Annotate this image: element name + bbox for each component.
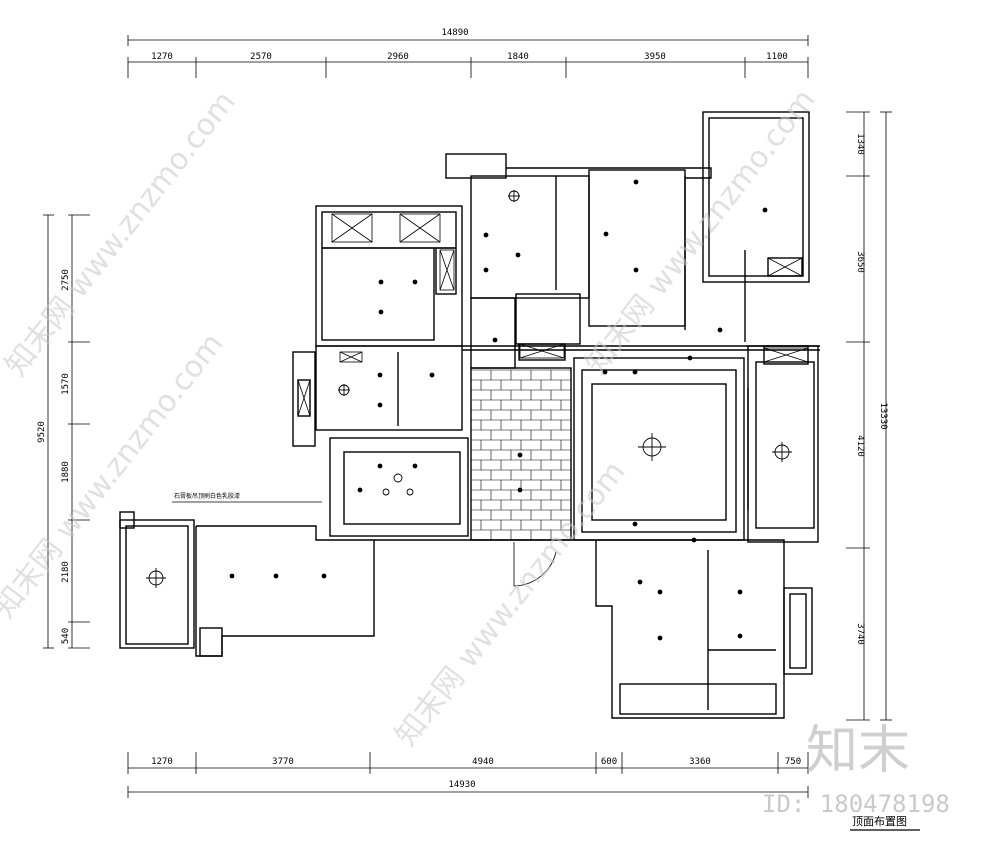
ceiling-annotation: 石膏板吊顶刷白色乳胶漆 — [174, 492, 240, 500]
right-dim-1: 1340 — [855, 133, 865, 155]
top-dim-2: 2570 — [250, 52, 272, 62]
bottom-dim-5: 3360 — [689, 757, 711, 767]
top-dim-4: 1840 — [507, 52, 529, 62]
left-dim-3: 1880 — [61, 461, 71, 483]
bottom-dim-6: 750 — [785, 757, 801, 767]
left-dim-1: 2750 — [61, 269, 71, 291]
top-dim-3: 2960 — [387, 52, 409, 62]
top-total-dimension: 14890 — [441, 28, 468, 38]
right-total-dimension: 13330 — [878, 402, 888, 429]
top-dim-5: 3950 — [644, 52, 666, 62]
top-dim-6: 1100 — [766, 52, 788, 62]
top-dimension-chain — [127, 35, 809, 78]
left-dim-4: 2180 — [61, 561, 71, 583]
right-dim-4: 3740 — [855, 623, 865, 645]
floor-plan-walls — [119, 111, 820, 719]
bottom-dim-4: 600 — [601, 757, 617, 767]
right-dimension-chain — [846, 111, 892, 721]
brand-mark: 知末 — [806, 721, 910, 781]
bottom-dim-1: 1270 — [151, 757, 173, 767]
corridor-brick-pattern — [470, 369, 571, 540]
right-dim-3: 4120 — [855, 435, 865, 457]
left-dim-2: 1570 — [61, 373, 71, 395]
left-total-dimension: 9520 — [37, 421, 47, 443]
chandeliers — [146, 190, 792, 588]
cabinet-markers — [297, 213, 809, 417]
drawing-title: 顶面布置图 — [852, 815, 907, 828]
left-dim-5: 540 — [61, 628, 71, 644]
ceiling-lights — [229, 179, 768, 641]
watermark-2: 知末网 www.znzmo.com — [579, 83, 823, 381]
bottom-dim-2: 3770 — [272, 757, 294, 767]
top-dim-1: 1270 — [151, 52, 173, 62]
bottom-dimension-chain — [127, 752, 809, 798]
right-dim-2: 3650 — [855, 251, 865, 273]
bottom-total-dimension: 14930 — [448, 780, 475, 790]
drawing-id: ID: 180478198 — [762, 790, 950, 818]
left-dimension-chain — [43, 214, 90, 649]
bottom-dim-3: 4940 — [472, 757, 494, 767]
